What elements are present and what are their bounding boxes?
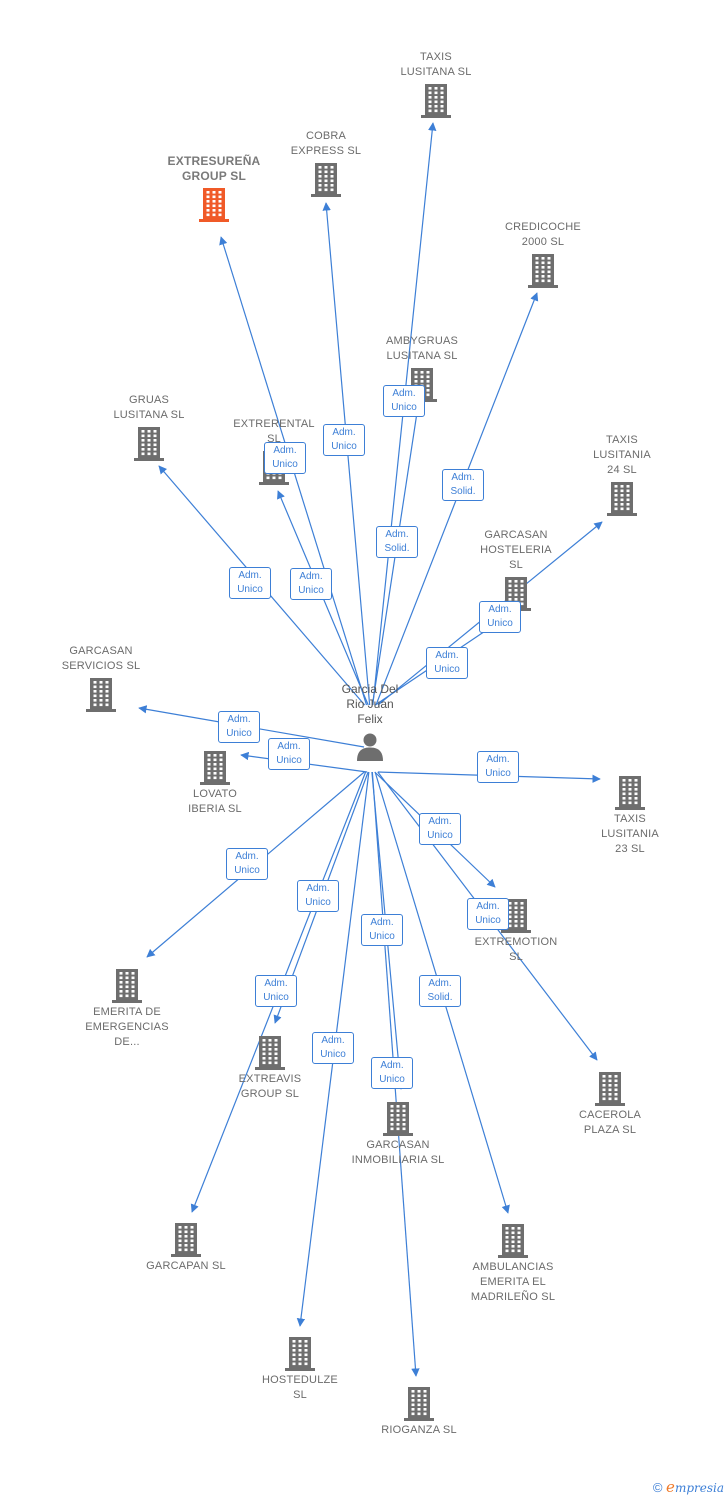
brand-name: mpresia: [674, 1481, 724, 1495]
role-badge-cobra-express: Adm. Unico: [323, 424, 365, 456]
company-node-gruas-lusitana[interactable]: GRUAS LUSITANA SL: [79, 393, 219, 463]
role-badge-ambulancias-emerita: Adm. Solid.: [419, 975, 461, 1007]
role-badge-taxis-lusitania-23: Adm. Unico: [477, 751, 519, 783]
copyright-symbol: ©: [652, 1480, 663, 1495]
company-label: COBRA EXPRESS SL: [290, 130, 362, 157]
role-badge-garcasan-hosteleria: Adm. Unico: [426, 647, 468, 679]
role-badge-taxis-lusitania-24: Adm. Unico: [479, 601, 521, 633]
role-badge-extresurena-group: Adm. Unico: [290, 568, 332, 600]
building-icon: [200, 751, 230, 785]
company-label: GARCASAN HOSTELERIA SL: [480, 529, 552, 571]
center-person-name: Garcia Del Rio Juan Felix: [341, 682, 399, 726]
brand-initial: e: [666, 1478, 675, 1496]
role-badge-extremotion: Adm. Unico: [419, 813, 461, 845]
company-node-garcapan[interactable]: GARCAPAN SL: [116, 1219, 256, 1274]
company-label: LOVATO IBERIA SL: [188, 788, 242, 815]
role-badge-rioganza: Adm. Unico: [371, 1057, 413, 1089]
company-label: TAXIS LUSITANIA 23 SL: [601, 813, 659, 855]
company-node-taxis-lusitania-23[interactable]: TAXIS LUSITANIA 23 SL: [560, 772, 700, 857]
company-node-extremotion[interactable]: EXTREMOTION SL: [446, 895, 586, 965]
company-label: RIOGANZA SL: [381, 1424, 457, 1436]
role-badge-hostedulze: Adm. Unico: [312, 1032, 354, 1064]
company-node-emerita-emergencias[interactable]: EMERITA DE EMERGENCIAS DE...: [57, 965, 197, 1050]
company-node-lovato-iberia[interactable]: LOVATO IBERIA SL: [145, 747, 285, 817]
building-icon: [595, 1072, 625, 1106]
building-icon: [421, 84, 451, 118]
building-icon: [112, 969, 142, 1003]
role-badge-lovato-iberia: Adm. Unico: [268, 738, 310, 770]
company-node-taxis-lusitania-24[interactable]: TAXIS LUSITANIA 24 SL: [552, 433, 692, 518]
role-badge-extrerental: Adm. Unico: [264, 442, 306, 474]
company-node-credicoche-2000[interactable]: CREDICOCHE 2000 SL: [473, 220, 613, 290]
role-badge-extreavis-group: Adm. Unico: [297, 880, 339, 912]
company-node-cacerola-plaza[interactable]: CACEROLA PLAZA SL: [540, 1068, 680, 1138]
company-label: TAXIS LUSITANIA 24 SL: [593, 434, 651, 476]
company-label: GARCAPAN SL: [146, 1260, 226, 1272]
building-icon: [199, 188, 229, 222]
company-label: EXTREAVIS GROUP SL: [238, 1073, 302, 1100]
company-node-rioganza[interactable]: RIOGANZA SL: [349, 1383, 489, 1438]
company-label: CREDICOCHE 2000 SL: [505, 221, 581, 248]
brand-footer: © empresia: [653, 1478, 724, 1496]
company-label: GARCASAN INMOBILIARIA SL: [351, 1139, 445, 1166]
company-node-cobra-express[interactable]: COBRA EXPRESS SL: [256, 129, 396, 199]
building-icon: [86, 678, 116, 712]
building-icon: [171, 1223, 201, 1257]
company-label: HOSTEDULZE SL: [262, 1374, 338, 1401]
company-label: TAXIS LUSITANA SL: [400, 51, 472, 78]
company-node-hostedulze[interactable]: HOSTEDULZE SL: [230, 1333, 370, 1403]
role-badge-gruas-lusitana: Adm. Unico: [229, 567, 271, 599]
building-icon: [383, 1102, 413, 1136]
company-label: EXTREMOTION SL: [474, 936, 558, 963]
building-icon: [134, 427, 164, 461]
role-badge-garcapan: Adm. Unico: [255, 975, 297, 1007]
company-node-taxis-lusitana[interactable]: TAXIS LUSITANA SL: [366, 50, 506, 120]
company-label: GARCASAN SERVICIOS SL: [61, 645, 141, 672]
role-badge-garcasan-inmobiliaria: Adm. Unico: [361, 914, 403, 946]
company-node-garcasan-hosteleria[interactable]: GARCASAN HOSTELERIA SL: [446, 528, 586, 613]
role-badge-taxis-lusitana: Adm. Unico: [383, 385, 425, 417]
company-label: EXTRESUREÑA GROUP SL: [167, 154, 261, 183]
role-badge-ambygruas-lusitana: Adm. Solid.: [376, 526, 418, 558]
building-icon: [615, 776, 645, 810]
building-icon: [501, 899, 531, 933]
company-label: AMBYGRUAS LUSITANA SL: [385, 335, 459, 362]
person-icon: [357, 733, 383, 761]
role-badge-credicoche-2000: Adm. Solid.: [442, 469, 484, 501]
building-icon: [498, 1224, 528, 1258]
role-badge-emerita-emergencias: Adm. Unico: [226, 848, 268, 880]
center-person[interactable]: Garcia Del Rio Juan Felix: [310, 682, 430, 761]
building-icon: [311, 163, 341, 197]
company-node-extreavis-group[interactable]: EXTREAVIS GROUP SL: [200, 1032, 340, 1102]
role-badge-garcasan-servicios: Adm. Unico: [218, 711, 260, 743]
company-node-ambulancias-emerita[interactable]: AMBULANCIAS EMERITA EL MADRILEÑO SL: [443, 1220, 583, 1305]
role-badge-cacerola-plaza: Adm. Unico: [467, 898, 509, 930]
company-label: GRUAS LUSITANA SL: [113, 394, 185, 421]
company-node-garcasan-inmobiliaria[interactable]: GARCASAN INMOBILIARIA SL: [328, 1098, 468, 1168]
company-label: EMERITA DE EMERGENCIAS DE...: [85, 1006, 169, 1048]
company-label: CACEROLA PLAZA SL: [578, 1109, 642, 1136]
building-icon: [528, 254, 558, 288]
company-node-garcasan-servicios[interactable]: GARCASAN SERVICIOS SL: [31, 644, 171, 714]
building-icon: [607, 482, 637, 516]
company-label: AMBULANCIAS EMERITA EL MADRILEÑO SL: [470, 1261, 556, 1303]
building-icon: [285, 1337, 315, 1371]
building-icon: [404, 1387, 434, 1421]
company-node-extresurena-group[interactable]: EXTRESUREÑA GROUP SL: [144, 154, 284, 224]
building-icon: [255, 1036, 285, 1070]
